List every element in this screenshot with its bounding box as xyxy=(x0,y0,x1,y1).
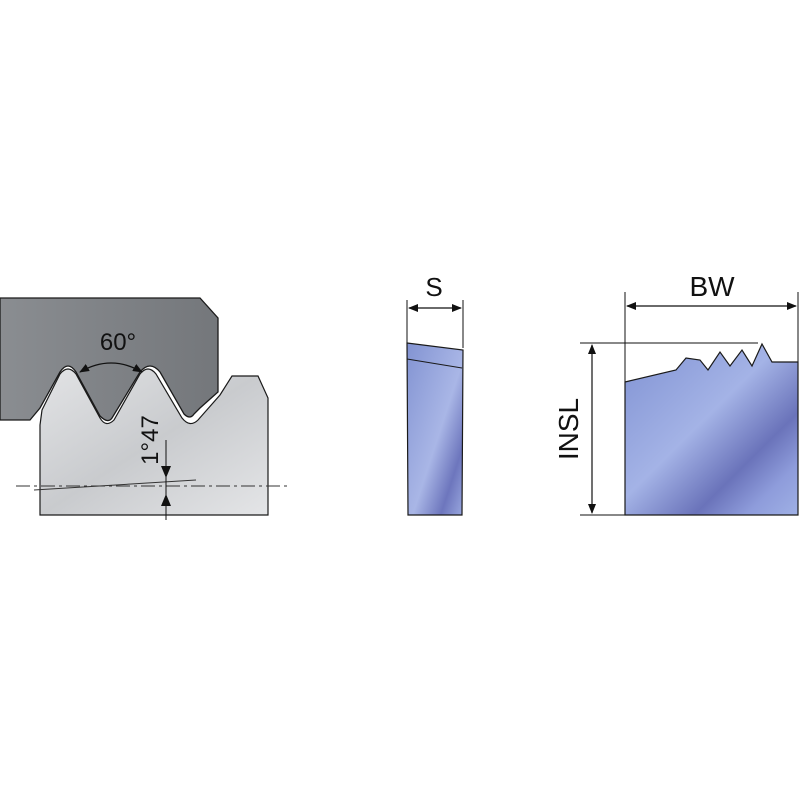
flank-arrow-top xyxy=(161,466,171,478)
thread-profile-view: 60° 1°47 xyxy=(0,297,288,520)
angle-arc xyxy=(79,362,143,373)
cutting-tool-profile xyxy=(0,297,219,422)
s-label: S xyxy=(425,272,442,302)
bw-label: BW xyxy=(689,271,735,302)
inclination-line xyxy=(33,479,197,491)
insert-side-body xyxy=(406,342,464,516)
flank-arrow-bottom xyxy=(161,494,171,506)
insert-front-view: BW INSL xyxy=(553,271,799,516)
angle-60-label: 60° xyxy=(100,329,136,356)
flank-angle-label: 1°47 xyxy=(137,415,164,465)
workpiece-thread xyxy=(39,368,269,516)
insert-side-edge xyxy=(406,358,463,369)
insl-label: INSL xyxy=(553,398,584,460)
insert-side-view: S xyxy=(406,272,464,516)
insert-front-body xyxy=(624,342,799,516)
